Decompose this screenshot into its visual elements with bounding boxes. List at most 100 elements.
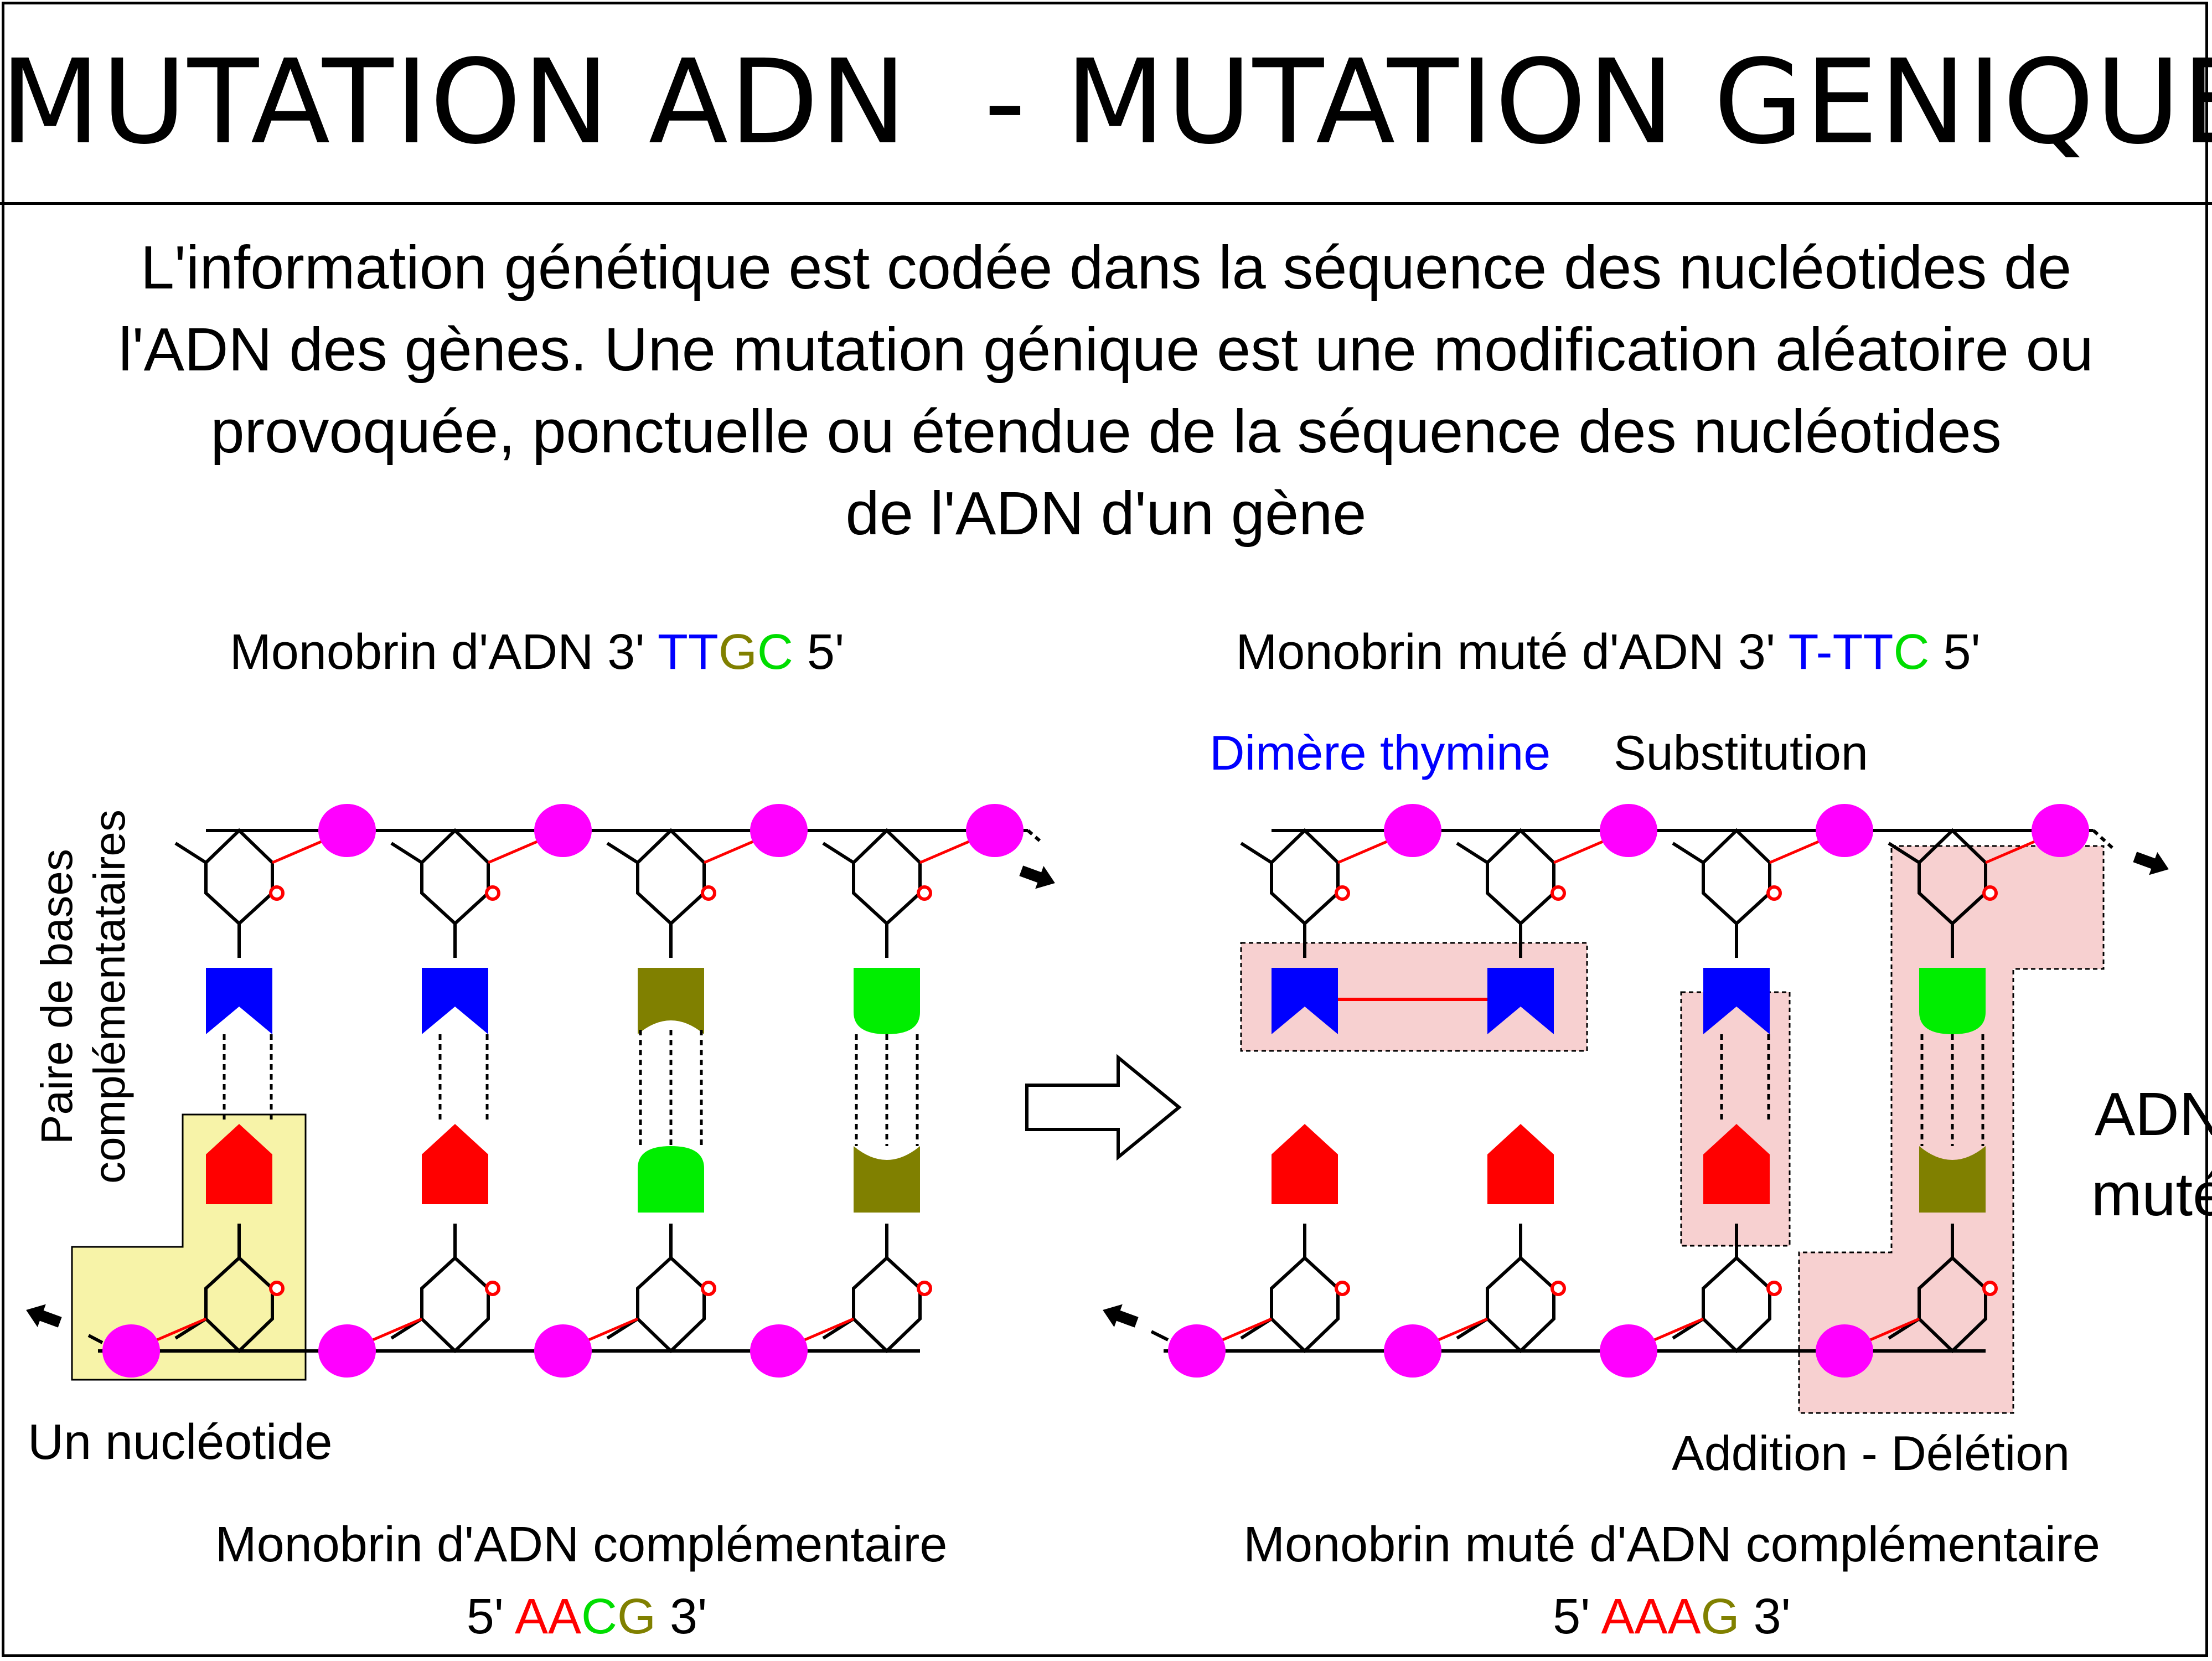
pair-bases-label: Paire de bases complémentataires bbox=[30, 809, 136, 1184]
addition-deletion-label: Addition - Délétion bbox=[1672, 1426, 2070, 1481]
sugar-ring bbox=[1486, 1255, 1555, 1354]
sugar-ring bbox=[852, 828, 922, 926]
sugar-icon bbox=[1456, 828, 1566, 926]
direction-arrow-icon bbox=[26, 1304, 62, 1328]
right-bottom-strand-label-1: Monobrin muté d'ADN complémentaire bbox=[1243, 1517, 2100, 1572]
direction-arrow-icon bbox=[1019, 865, 1055, 889]
strand-end-dash bbox=[1150, 1330, 1169, 1342]
guanine-base-icon bbox=[1919, 1146, 1986, 1213]
sugar-branch bbox=[1456, 842, 1489, 864]
adn-mute-label: ADN muté bbox=[2091, 1074, 2212, 1235]
sugar-branch bbox=[174, 842, 207, 864]
adn-mute-line-2: muté bbox=[2091, 1160, 2212, 1229]
sugar-icon bbox=[822, 1255, 932, 1354]
arrow-head bbox=[26, 1304, 62, 1328]
sugar-icon bbox=[390, 1255, 500, 1354]
thymine-base-icon bbox=[1272, 968, 1338, 1034]
oxygen-icon bbox=[917, 1281, 932, 1296]
oxygen-icon bbox=[1982, 885, 1998, 901]
arrow-head bbox=[1103, 1304, 1139, 1328]
sugar-icon bbox=[1672, 1255, 1782, 1354]
sequence-letter: A bbox=[514, 1589, 549, 1644]
phosphate-icon bbox=[1168, 1324, 1226, 1378]
oxygen-icon bbox=[917, 885, 932, 901]
phosphate-icon bbox=[318, 804, 376, 857]
left-top-seq: TTGC bbox=[658, 625, 793, 680]
left-top-prefix: Monobrin d'ADN 3' bbox=[229, 625, 658, 680]
sequence-letter: T-TT bbox=[1788, 625, 1894, 680]
left-bottom-strand-label-1: Monobrin d'ADN complémentaire bbox=[215, 1517, 948, 1572]
substitution-label: Substitution bbox=[1614, 725, 1868, 780]
sugar-ring bbox=[636, 828, 706, 926]
pair-label-line-2: complémentataires bbox=[85, 809, 134, 1184]
phosphate-icon bbox=[1384, 1324, 1441, 1378]
thymine-base-icon bbox=[1703, 968, 1770, 1034]
title-bar: MUTATION ADN - MUTATION GENIQUE bbox=[0, 0, 2212, 205]
sugar-ring bbox=[420, 828, 490, 926]
oxygen-icon bbox=[1335, 885, 1350, 901]
left-bottom-strand-label-2: 5' AACG 3' bbox=[467, 1589, 707, 1644]
sugar-ring bbox=[1486, 828, 1555, 926]
sequence-letter: A bbox=[548, 1589, 582, 1644]
left-top-strand-label: Monobrin d'ADN 3' TTGC 5' bbox=[230, 625, 844, 680]
sugar-branch bbox=[822, 842, 855, 864]
base-layer bbox=[206, 968, 1986, 1213]
sugar-icon bbox=[174, 828, 285, 926]
oxygen-icon bbox=[701, 1281, 716, 1296]
sugar-ring bbox=[1270, 828, 1340, 926]
sugar-ring bbox=[1702, 1255, 1771, 1354]
nucleotide-label: Un nucléotide bbox=[28, 1415, 333, 1470]
adenine-base-icon bbox=[422, 1124, 488, 1204]
thymine-base-icon bbox=[422, 968, 488, 1034]
sequence-letter: C bbox=[1893, 625, 1930, 680]
oxygen-icon bbox=[269, 885, 285, 901]
oxygen-icon bbox=[269, 1281, 285, 1296]
dimer-thymine-label: Dimère thymine bbox=[1210, 725, 1551, 780]
sugar-ring bbox=[420, 1255, 490, 1354]
intro-line-1: L'information génétique est codée dans l… bbox=[140, 234, 2072, 302]
oxygen-icon bbox=[1551, 1281, 1566, 1296]
direction-arrow-icon bbox=[2133, 852, 2169, 875]
oxygen-icon bbox=[1335, 1281, 1350, 1296]
cytosine-base-icon bbox=[638, 1146, 704, 1213]
page-title: MUTATION ADN - MUTATION GENIQUE bbox=[0, 34, 2212, 170]
sugar-ring bbox=[852, 1255, 922, 1354]
sequence-letter: G bbox=[617, 1589, 657, 1644]
arrow-head bbox=[2133, 852, 2169, 875]
sugar-icon bbox=[606, 1255, 716, 1354]
sugar-ring bbox=[1702, 828, 1771, 926]
phosphate-icon bbox=[1600, 1324, 1657, 1378]
pair-label-line-1: Paire de bases bbox=[32, 849, 81, 1144]
sugar-branch bbox=[606, 842, 639, 864]
left-top-suffix: 5' bbox=[793, 625, 845, 680]
sugar-ring bbox=[1270, 1255, 1340, 1354]
phosphate-icon bbox=[534, 804, 592, 857]
sequence-letter: T bbox=[657, 625, 688, 680]
sequence-letter: G bbox=[718, 625, 757, 680]
substitution-highlight bbox=[1680, 991, 1791, 1247]
oxygen-icon bbox=[1766, 1281, 1782, 1296]
right-bottom-suffix: 3' bbox=[1739, 1589, 1791, 1644]
phosphate-icon bbox=[102, 1324, 160, 1378]
right-top-strand-label: Monobrin muté d'ADN 3' T-TTC 5' bbox=[1236, 625, 1980, 680]
adenine-base-icon bbox=[1272, 1124, 1338, 1204]
oxygen-icon bbox=[1766, 885, 1782, 901]
phosphate-icon bbox=[966, 804, 1024, 857]
left-bottom-seq: AACG bbox=[515, 1589, 656, 1644]
sugar-icon bbox=[1240, 828, 1350, 926]
phosphate-icon bbox=[1600, 804, 1657, 857]
strand-end-dash bbox=[1027, 829, 1042, 843]
sugar-branch bbox=[1888, 842, 1920, 864]
adenine-base-icon bbox=[206, 1124, 272, 1204]
mutation-arrow-icon bbox=[1025, 1054, 1182, 1161]
phosphate-icon bbox=[534, 1324, 592, 1378]
phosphate-icon bbox=[750, 1324, 808, 1378]
oxygen-icon bbox=[485, 1281, 500, 1296]
right-top-suffix: 5' bbox=[1929, 625, 1981, 680]
thymine-base-icon bbox=[1487, 968, 1554, 1034]
intro-text: L'information génétique est codée dans l… bbox=[0, 227, 2212, 555]
phosphate-icon bbox=[750, 804, 808, 857]
right-bottom-strand-label-2: 5' AAAG 3' bbox=[1553, 1589, 1791, 1644]
adenine-base-icon bbox=[1703, 1124, 1770, 1204]
